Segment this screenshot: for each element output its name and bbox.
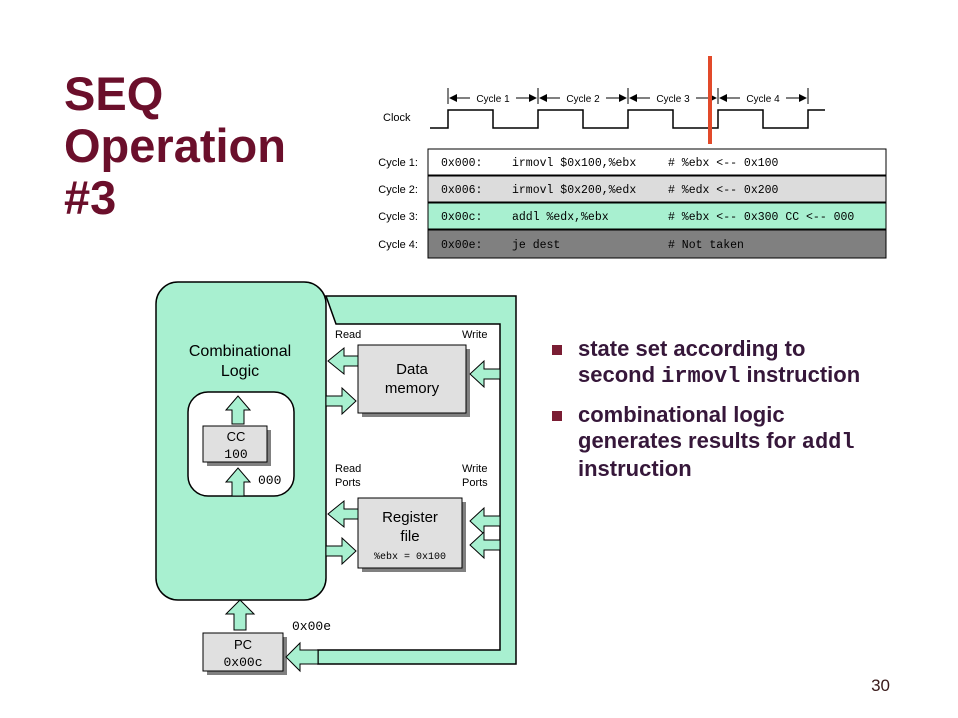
cycle-row-2-box — [427, 175, 887, 203]
bullet-2-code: addl — [801, 430, 855, 455]
reg-srcid-arrow — [325, 536, 357, 566]
cc-input-arrow — [224, 467, 252, 497]
cc-register — [202, 425, 268, 463]
row-4-addr: 0x00e: — [441, 239, 482, 252]
comb-logic-line-2: Logic — [221, 363, 259, 380]
data-memory — [357, 344, 467, 414]
row-3-instr: addl %edx,%ebx — [512, 211, 609, 224]
bullet-list: state set according to second irmovl ins… — [552, 336, 872, 494]
comb-logic-line-1: Combinational — [189, 343, 291, 360]
bullet-1: state set according to second irmovl ins… — [552, 336, 872, 390]
row-1-comment: # %ebx <-- 0x100 — [668, 157, 779, 170]
row-2-label: Cycle 2: — [378, 184, 418, 196]
clock-waveform — [430, 109, 825, 129]
pc-up-arrow — [224, 599, 256, 631]
reg-write-label-2: Ports — [462, 477, 488, 489]
cycle-label-1: Cycle 1 — [476, 94, 510, 105]
slide-number: 30 — [871, 676, 890, 695]
timing-diagram: Cycle 1 Cycle 2 Cycle 3 Cycle 4 Clock 0x… — [378, 56, 887, 259]
cc-next-value: 000 — [258, 473, 281, 488]
bullet-2: combinational logic generates results fo… — [552, 402, 872, 482]
data-write-arrow — [469, 359, 501, 389]
data-memory-line-1: Data — [396, 361, 428, 378]
cc-label: CC — [227, 429, 246, 444]
row-4-label: Cycle 4: — [378, 239, 418, 251]
row-1-instr: irmovl $0x100,%ebx — [512, 157, 636, 170]
data-read-label: Read — [335, 329, 361, 341]
cycle-row-3-box — [427, 202, 887, 230]
reg-write-arrow-1 — [469, 506, 501, 536]
register-file-value: %ebx = 0x100 — [374, 551, 446, 563]
cc-value: 100 — [224, 447, 247, 462]
current-time-marker — [708, 56, 712, 144]
data-write-label: Write — [462, 329, 487, 341]
cc-up-arrow — [224, 395, 252, 425]
row-4-comment: # Not taken — [668, 239, 744, 252]
row-1-addr: 0x000: — [441, 157, 482, 170]
bullet-1-text: state set according to second — [578, 336, 806, 387]
register-file-line-1: Register — [382, 509, 438, 526]
reg-read-arrow — [327, 499, 359, 529]
cycle-markers: Cycle 1 Cycle 2 Cycle 3 Cycle 4 — [447, 88, 809, 105]
title-line-3: #3 — [64, 171, 117, 224]
bullet-1-text-end: instruction — [740, 362, 861, 387]
bullet-1-code: irmovl — [661, 364, 741, 389]
cycle-label-2: Cycle 2 — [566, 94, 600, 105]
pc-label: PC — [234, 637, 252, 652]
row-1-label: Cycle 1: — [378, 157, 418, 169]
row-3-addr: 0x00c: — [441, 211, 482, 224]
pc-input-arrow — [285, 641, 319, 673]
pc-register — [202, 632, 284, 672]
row-3-label: Cycle 3: — [378, 211, 418, 223]
cycle-label-3: Cycle 3 — [656, 94, 690, 105]
pc-next-value: 0x00e — [292, 619, 331, 634]
cycle-label-4: Cycle 4 — [746, 94, 780, 105]
cycle-row-1-box — [427, 148, 887, 176]
pc-value: 0x00c — [223, 655, 262, 670]
bullet-2-text: combinational logic generates results fo… — [578, 402, 802, 453]
register-file-line-2: file — [400, 528, 419, 545]
data-memory-line-2: memory — [385, 380, 440, 397]
slide-title: SEQ Operation #3 — [64, 68, 286, 224]
row-2-instr: irmovl $0x200,%edx — [512, 184, 636, 197]
datapath: Combinational Logic CC 100 000 Read Writ… — [155, 281, 517, 675]
bullet-2-text-end: instruction — [578, 456, 692, 481]
clock-label: Clock — [383, 112, 411, 124]
row-4-instr: je dest — [512, 239, 560, 252]
title-line-2: Operation — [64, 119, 286, 172]
register-file — [357, 497, 463, 569]
row-2-comment: # %edx <-- 0x200 — [668, 184, 779, 197]
reg-read-label-2: Ports — [335, 477, 361, 489]
data-addr-arrow — [325, 386, 357, 416]
row-2-addr: 0x006: — [441, 184, 482, 197]
reg-write-arrow-2 — [469, 530, 501, 560]
title-line-1: SEQ — [64, 67, 164, 120]
cycle-row-4-box — [427, 229, 887, 259]
data-read-arrow — [327, 346, 359, 376]
row-3-comment: # %ebx <-- 0x300 CC <-- 000 — [668, 211, 854, 224]
reg-write-label-1: Write — [462, 463, 487, 475]
reg-read-label-1: Read — [335, 463, 361, 475]
